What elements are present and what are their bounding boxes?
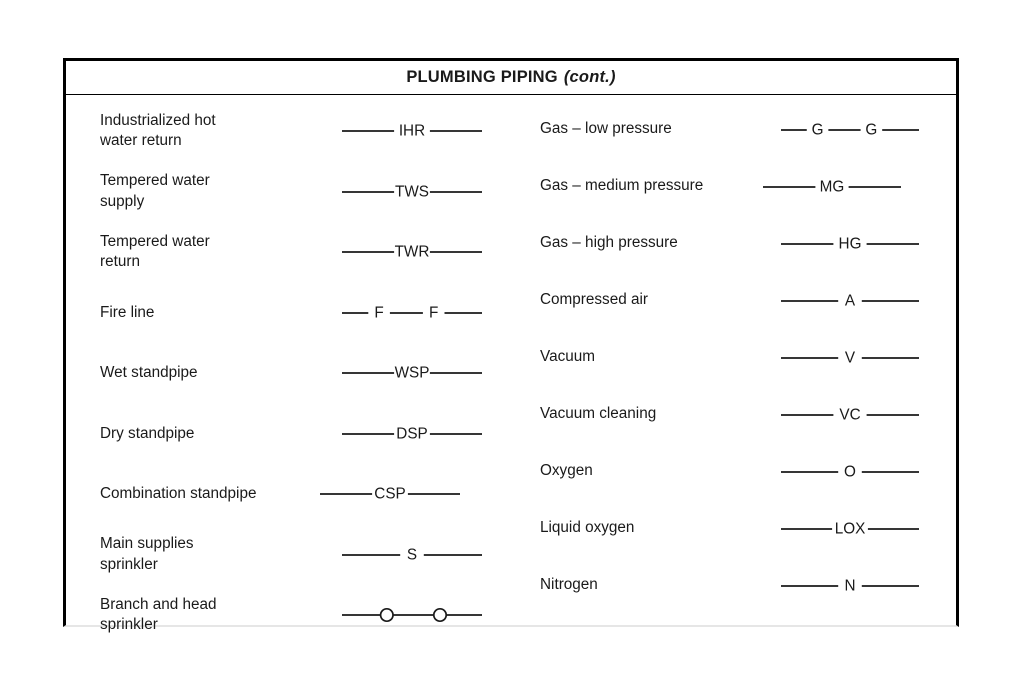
symbol-label: Gas – high pressure <box>540 234 678 252</box>
piping-symbol-hg: HG <box>744 215 956 272</box>
plumbing-piping-table: PLUMBING PIPING (cont.) Industrialized ho… <box>63 58 959 633</box>
symbol-row: Dry standpipe DSP <box>100 404 518 465</box>
symbol-row: Main supplies sprinkler S <box>100 525 518 586</box>
piping-symbol-tws: TWS <box>306 162 518 223</box>
svg-text:IHR: IHR <box>399 123 425 140</box>
piping-symbol-a: A <box>744 272 956 329</box>
symbol-row: Industrialized hot water return IHR <box>100 101 518 162</box>
piping-symbol-sprinkler-head <box>306 585 518 646</box>
svg-text:O: O <box>844 463 856 480</box>
symbol-row: Compressed air A <box>540 272 956 329</box>
piping-symbol-n: N <box>744 557 956 614</box>
piping-symbol-wsp: WSP <box>306 343 518 404</box>
table-body: Industrialized hot water return IHR Temper… <box>66 95 956 633</box>
piping-symbol-csp: CSP <box>262 464 518 525</box>
symbol-label: Tempered water return <box>100 232 210 271</box>
symbol-label: Tempered water supply <box>100 172 210 210</box>
title-continuation: (cont.) <box>563 68 616 86</box>
svg-text:G: G <box>865 121 877 138</box>
svg-text:MG: MG <box>819 178 844 195</box>
symbol-row: Tempered water supply TWS <box>100 162 518 223</box>
piping-symbol-vc: VC <box>744 386 956 443</box>
piping-symbol-v: V <box>744 329 956 386</box>
symbol-label: Wet standpipe <box>100 364 198 382</box>
svg-text:S: S <box>407 546 417 563</box>
title-main: PLUMBING PIPING <box>406 68 558 86</box>
symbol-label: Compressed air <box>540 291 648 309</box>
piping-symbol-twr: TWR <box>306 222 518 283</box>
symbol-label: Liquid oxygen <box>540 519 635 537</box>
svg-text:CSP: CSP <box>375 486 406 503</box>
symbol-row: Vacuum cleaning VC <box>540 386 956 443</box>
symbol-label: Gas – low pressure <box>540 120 672 138</box>
symbol-row: Combination standpipe CSP <box>100 464 518 525</box>
symbol-label: Nitrogen <box>540 576 598 594</box>
svg-text:A: A <box>845 292 856 309</box>
symbol-label: Industrialized hot water return <box>100 111 216 150</box>
symbol-label: Vacuum cleaning <box>540 405 657 423</box>
piping-symbol-dsp: DSP <box>306 404 518 465</box>
symbol-row: Tempered water return TWR <box>100 222 518 283</box>
piping-symbol-s: S <box>306 525 518 586</box>
svg-text:VC: VC <box>839 406 860 423</box>
svg-text:HG: HG <box>839 235 862 252</box>
svg-text:WSP: WSP <box>395 365 430 382</box>
piping-symbol-ihr: IHR <box>306 101 518 162</box>
symbol-label: Combination standpipe <box>100 485 257 503</box>
symbol-row: Gas – high pressure HG <box>540 215 956 272</box>
svg-text:LOX: LOX <box>835 520 866 537</box>
table-title-bar: PLUMBING PIPING (cont.) <box>66 61 956 95</box>
svg-text:DSP: DSP <box>396 425 427 442</box>
page-title: PLUMBING PIPING (cont.) <box>406 68 615 87</box>
svg-text:TWS: TWS <box>395 183 429 200</box>
symbol-label: Gas – medium pressure <box>540 177 704 195</box>
symbol-label: Fire line <box>100 303 155 321</box>
symbol-label: Vacuum <box>540 348 595 366</box>
piping-symbol-lox: LOX <box>744 500 956 557</box>
symbol-row: Gas – medium pressure MG <box>540 158 956 215</box>
svg-text:N: N <box>844 577 855 594</box>
symbol-label: Oxygen <box>540 462 593 480</box>
symbol-row: Branch and head sprinkler <box>100 585 518 646</box>
symbol-row: Wet standpipe WSP <box>100 343 518 404</box>
svg-text:G: G <box>812 121 824 138</box>
symbol-label: Branch and head sprinkler <box>100 595 217 634</box>
symbol-row: Vacuum V <box>540 329 956 386</box>
symbol-row: Oxygen O <box>540 443 956 500</box>
symbol-column-left: Industrialized hot water return IHR Temper… <box>66 101 518 633</box>
piping-symbol-o: O <box>744 443 956 500</box>
symbol-row: Liquid oxygen LOX <box>540 500 956 557</box>
svg-text:V: V <box>845 349 856 366</box>
svg-text:F: F <box>374 304 383 321</box>
svg-text:TWR: TWR <box>395 244 430 261</box>
piping-symbol-mg: MG <box>707 158 956 215</box>
symbol-label: Dry standpipe <box>100 424 195 442</box>
svg-text:F: F <box>429 304 438 321</box>
symbol-row: Nitrogen N <box>540 557 956 614</box>
symbol-label: Main supplies sprinkler <box>100 535 194 573</box>
